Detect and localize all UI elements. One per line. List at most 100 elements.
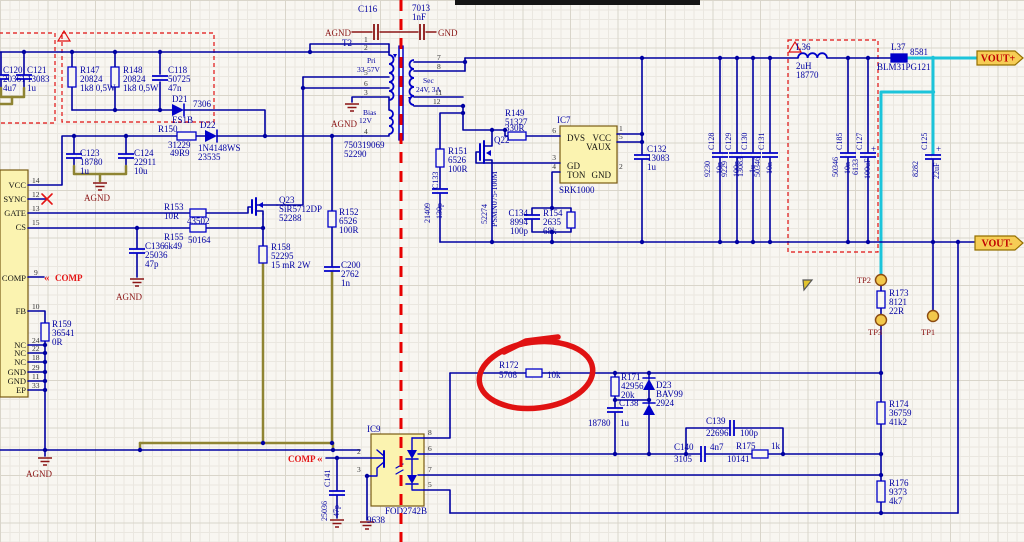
C123-symbol[interactable] bbox=[66, 153, 82, 159]
C139-symbol[interactable] bbox=[729, 420, 735, 436]
C185-symbol[interactable] bbox=[840, 152, 856, 158]
C133-symbol[interactable] bbox=[432, 188, 448, 194]
C138-symbol[interactable] bbox=[607, 407, 623, 413]
C118-symbol[interactable] bbox=[152, 75, 168, 81]
R173-symbol[interactable] bbox=[876, 290, 886, 309]
wire-18[interactable] bbox=[183, 109, 266, 137]
wire-1[interactable] bbox=[309, 43, 390, 53]
C136-symbol[interactable] bbox=[129, 248, 145, 254]
wire-88[interactable] bbox=[475, 151, 561, 164]
L37-symbol[interactable] bbox=[890, 53, 908, 63]
agnd-symbol-0[interactable] bbox=[93, 182, 107, 191]
agnd-symbol-3[interactable] bbox=[38, 457, 52, 466]
T2-secondary-coil[interactable] bbox=[408, 59, 415, 106]
agnd-symbol-1[interactable] bbox=[345, 103, 359, 112]
D21-diode[interactable] bbox=[172, 104, 184, 116]
R155-symbol[interactable] bbox=[189, 223, 207, 233]
C140-symbol[interactable] bbox=[700, 446, 706, 462]
C121-symbol[interactable] bbox=[16, 74, 32, 80]
wire-125[interactable] bbox=[423, 489, 451, 514]
wire-145[interactable] bbox=[685, 427, 730, 455]
R159-symbol[interactable] bbox=[40, 322, 50, 342]
C131-symbol[interactable] bbox=[762, 152, 778, 158]
TP3-pad[interactable] bbox=[874, 313, 888, 327]
junction-dot-13 bbox=[260, 225, 266, 231]
wire-160[interactable] bbox=[395, 469, 404, 475]
IC9-led[interactable] bbox=[407, 450, 417, 459]
agnd-symbol-4[interactable] bbox=[330, 519, 344, 528]
C127-symbol[interactable] bbox=[860, 152, 876, 158]
label-1u-26: 1u bbox=[80, 166, 90, 176]
R172-symbol[interactable] bbox=[525, 368, 543, 378]
vout-plus-port[interactable] bbox=[976, 50, 1024, 66]
controller-ic-body[interactable] bbox=[0, 169, 29, 398]
wire-82[interactable] bbox=[462, 105, 506, 131]
agnd-symbol-2[interactable] bbox=[130, 278, 144, 287]
wire-32[interactable] bbox=[276, 76, 304, 206]
R171-symbol[interactable] bbox=[610, 376, 620, 397]
R175-symbol[interactable] bbox=[751, 449, 769, 459]
wire-146[interactable] bbox=[734, 427, 784, 455]
wire-91[interactable] bbox=[483, 129, 493, 147]
wire-36[interactable] bbox=[205, 206, 253, 214]
wire-33[interactable] bbox=[351, 96, 363, 103]
D22-diode[interactable] bbox=[205, 130, 217, 142]
C116-symbol-left[interactable] bbox=[373, 24, 379, 40]
wire-120[interactable] bbox=[423, 372, 451, 439]
Q22-arrow[interactable] bbox=[486, 150, 491, 156]
C120-symbol[interactable] bbox=[0, 74, 9, 80]
Q23-arrow[interactable] bbox=[258, 202, 263, 208]
R150-symbol[interactable] bbox=[176, 131, 197, 141]
D23-diode-a[interactable] bbox=[643, 379, 655, 390]
IC9-zener[interactable] bbox=[407, 475, 417, 484]
C134-symbol[interactable] bbox=[524, 214, 540, 220]
T2-polarity-dot-pri[interactable] bbox=[393, 54, 397, 58]
wire-83[interactable] bbox=[439, 112, 464, 150]
wire-97[interactable] bbox=[551, 207, 572, 213]
TP1-pad[interactable] bbox=[926, 309, 940, 323]
C132-symbol[interactable] bbox=[634, 154, 650, 160]
wire-64[interactable] bbox=[41, 193, 53, 205]
TP2-pad[interactable] bbox=[874, 273, 888, 287]
R154-symbol[interactable] bbox=[566, 211, 576, 229]
C141-symbol[interactable] bbox=[329, 490, 345, 496]
T2-polarity-dot-sec[interactable] bbox=[408, 97, 412, 101]
R174-symbol[interactable] bbox=[876, 401, 886, 425]
wire-53[interactable] bbox=[27, 310, 46, 324]
C124-symbol[interactable] bbox=[118, 153, 134, 159]
wire-119[interactable] bbox=[366, 475, 372, 521]
wire-95[interactable] bbox=[551, 171, 561, 209]
IC7-body[interactable] bbox=[559, 125, 618, 184]
C200-symbol[interactable] bbox=[324, 266, 340, 272]
wire-149[interactable] bbox=[376, 449, 385, 457]
C129-symbol[interactable] bbox=[729, 152, 745, 158]
R158-symbol[interactable] bbox=[258, 245, 268, 264]
R149-symbol[interactable] bbox=[507, 131, 527, 141]
R151-symbol[interactable] bbox=[435, 148, 445, 168]
R153-symbol[interactable] bbox=[189, 208, 207, 218]
C130-symbol[interactable] bbox=[745, 152, 761, 158]
wire-150[interactable] bbox=[370, 461, 385, 477]
C125-symbol[interactable] bbox=[925, 154, 941, 160]
wire-79[interactable] bbox=[879, 90, 935, 276]
T2-bias-coil[interactable] bbox=[388, 109, 394, 135]
agnd-symbol-5[interactable] bbox=[360, 521, 374, 530]
IC9-body[interactable] bbox=[370, 433, 425, 507]
wire-156[interactable] bbox=[411, 483, 425, 491]
wire-42[interactable] bbox=[255, 210, 264, 215]
vout-minus-port[interactable] bbox=[974, 235, 1024, 251]
wire-9[interactable] bbox=[0, 95, 14, 106]
D23-diode-b[interactable] bbox=[643, 404, 655, 415]
wire-34[interactable] bbox=[361, 96, 390, 111]
R152-symbol[interactable] bbox=[327, 210, 337, 228]
L36-coil[interactable] bbox=[797, 52, 828, 59]
wire-19[interactable] bbox=[27, 135, 178, 186]
R148-symbol[interactable] bbox=[110, 66, 120, 88]
R147-symbol[interactable] bbox=[67, 66, 77, 88]
R176-symbol[interactable] bbox=[876, 480, 886, 503]
wire-96[interactable] bbox=[531, 207, 553, 215]
T2-primary-coil[interactable] bbox=[388, 54, 395, 101]
wire-92[interactable] bbox=[483, 159, 493, 243]
C128-symbol[interactable] bbox=[712, 152, 728, 158]
C116-symbol-right[interactable] bbox=[419, 24, 425, 40]
